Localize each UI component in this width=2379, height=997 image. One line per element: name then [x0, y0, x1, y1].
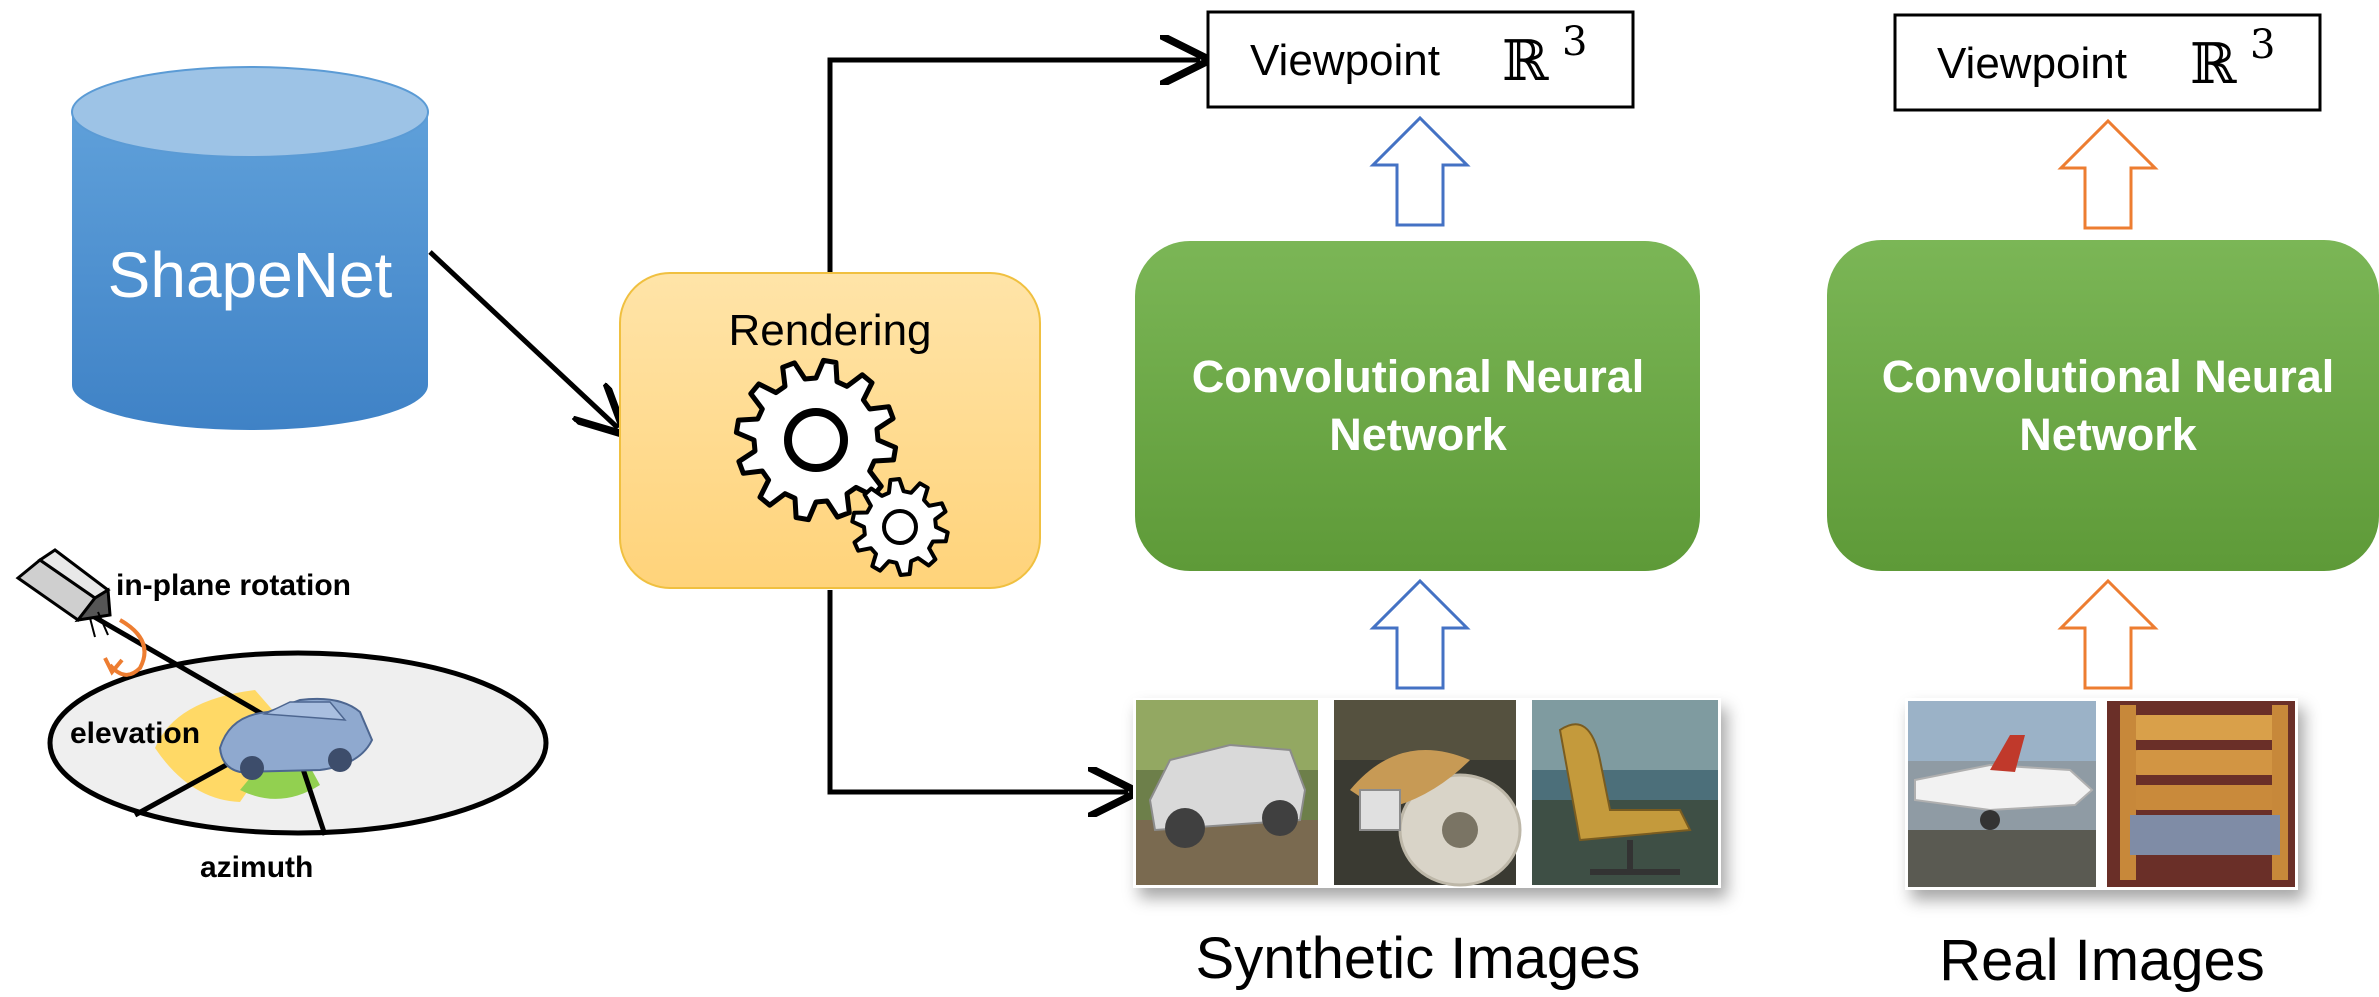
up-arrow-cnn-to-viewpoint-synthetic — [1369, 115, 1471, 227]
viewpoint-math-exponent: 3 — [2250, 22, 2275, 68]
arrow-shapenet-to-rendering — [428, 250, 618, 428]
arrow-rendering-to-viewpoint — [827, 60, 1200, 272]
viewpoint-parameter-diagram: in-plane rotation elevation azimuth — [15, 548, 549, 884]
up-arrow-cnn-to-viewpoint-real — [2057, 118, 2159, 230]
rendering-box: Rendering — [619, 272, 1041, 589]
viewpoint-math-symbol: ℝ — [1502, 29, 1550, 94]
shapenet-label: ShapeNet — [108, 239, 393, 311]
camera-icon — [15, 548, 112, 638]
cnn-label-line2: Network — [1329, 409, 1508, 460]
rendering-label: Rendering — [728, 306, 931, 355]
up-arrow-images-to-cnn-synthetic — [1369, 578, 1471, 690]
cnn-box-real: Convolutional Neural Network — [1827, 240, 2379, 571]
in-plane-rotation-label: in-plane rotation — [116, 569, 351, 602]
car-icon — [218, 697, 374, 780]
small-gear-icon — [850, 477, 950, 577]
up-arrow-images-to-cnn-real — [2057, 578, 2159, 690]
cnn-box-synthetic: Convolutional Neural Network — [1135, 241, 1700, 571]
gear-icon — [733, 357, 899, 523]
rotation-arrow-icon — [108, 618, 147, 677]
viewpoint-label: Viewpoint — [1937, 39, 2127, 88]
viewpoint-output-synthetic: Viewpoint ℝ 3 — [1206, 10, 1635, 109]
viewpoint-math-exponent: 3 — [1562, 19, 1587, 65]
viewpoint-output-real: Viewpoint ℝ 3 — [1893, 13, 2322, 112]
synthetic-images-caption: Synthetic Images — [1196, 926, 1641, 991]
thumbnail-truck — [1136, 700, 1318, 885]
viewpoint-math-symbol: ℝ — [2190, 32, 2238, 97]
arrow-rendering-to-synthetic-images — [827, 590, 1128, 792]
viewpoint-label: Viewpoint — [1250, 36, 1440, 85]
real-images-caption: Real Images — [1939, 928, 2265, 992]
cnn-label-line1: Convolutional Neural — [1192, 351, 1645, 402]
azimuth-label: azimuth — [200, 851, 313, 884]
cnn-label-line2: Network — [2019, 409, 2198, 460]
thumbnail-wooden-chair — [2107, 701, 2295, 887]
thumbnail-airplane — [1908, 701, 2096, 887]
thumbnail-motorcycle — [1334, 700, 1522, 887]
shapenet-database: ShapeNet — [71, 66, 429, 430]
elevation-label: elevation — [70, 717, 200, 750]
thumbnail-office-chair — [1532, 700, 1718, 885]
cnn-label-line1: Convolutional Neural — [1882, 351, 2335, 402]
